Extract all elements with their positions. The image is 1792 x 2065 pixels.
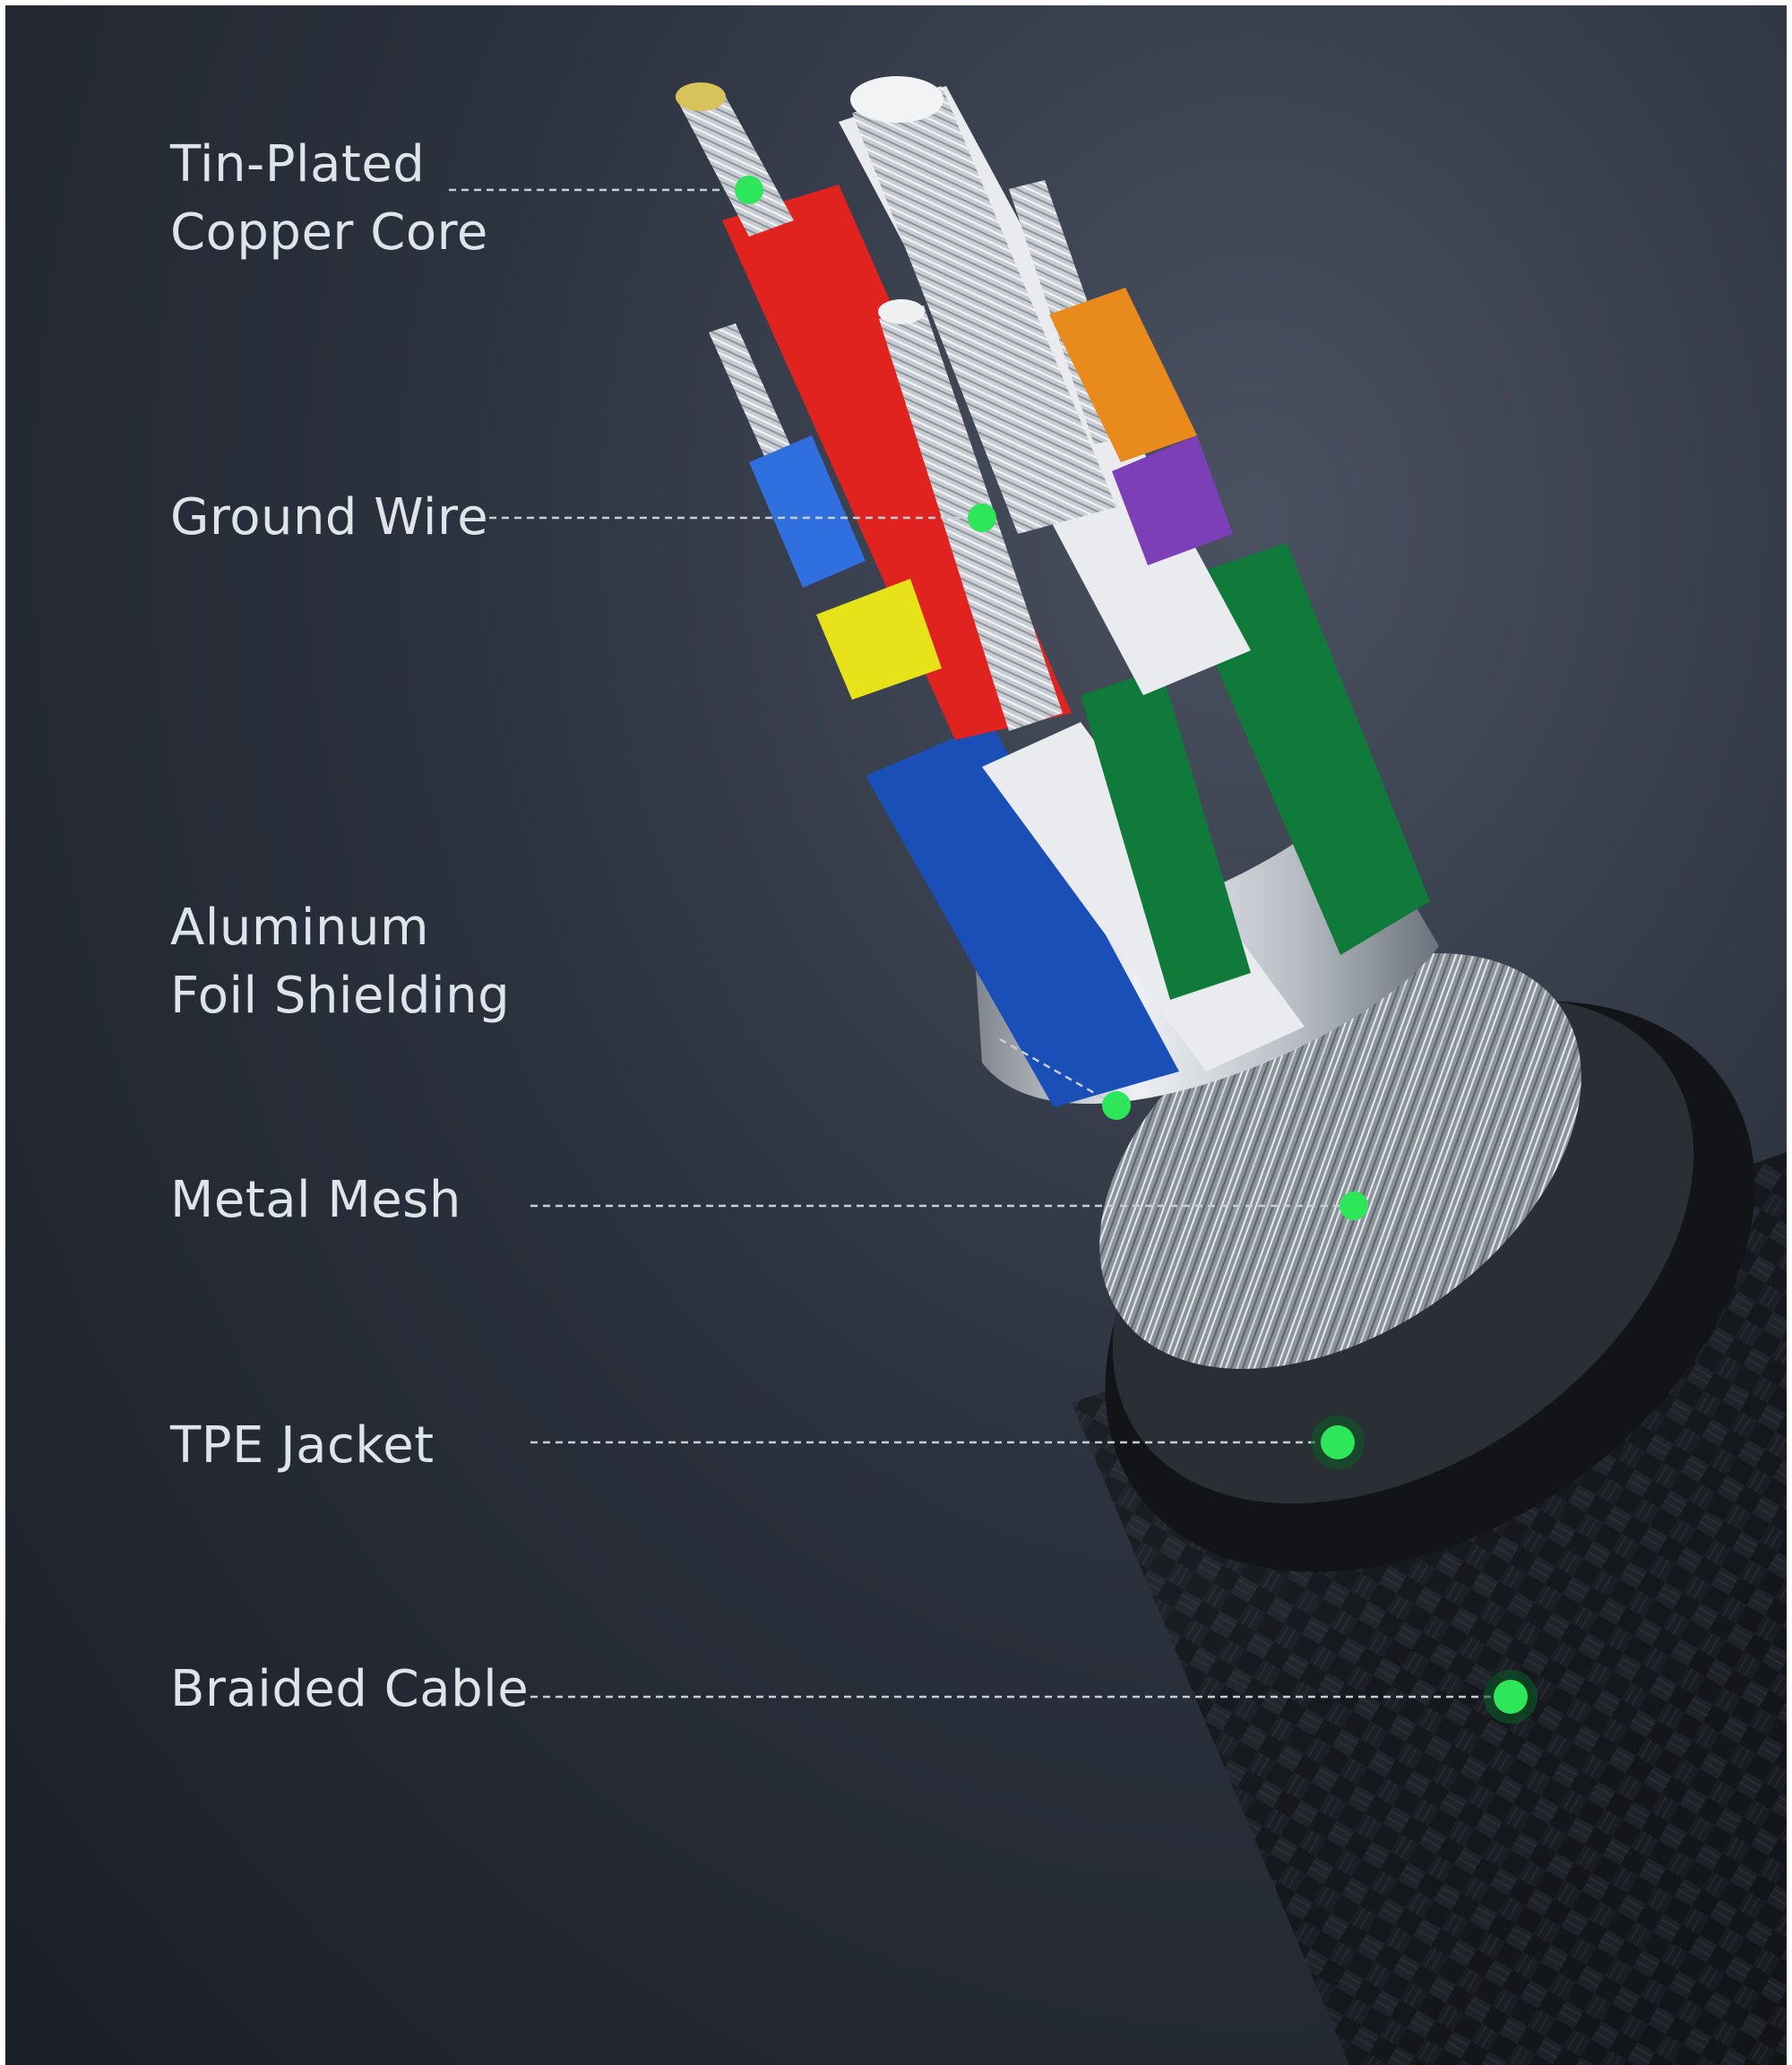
marker-copper-core <box>735 176 763 204</box>
cable-diagram: Tin-Plated Copper Core Ground Wire Alumi… <box>5 5 1787 2065</box>
white-core-tip <box>850 76 943 123</box>
label-aluminum-foil-shielding: Aluminum Foil Shielding <box>170 899 511 1025</box>
label-braided-cable: Braided Cable <box>170 1660 530 1718</box>
label-tpe-jacket: TPE Jacket <box>170 1416 435 1475</box>
sleeve-yellow <box>816 579 942 700</box>
strand-small-left <box>709 323 794 462</box>
label-metal-mesh: Metal Mesh <box>170 1171 461 1229</box>
marker-braided-cable <box>1484 1670 1538 1724</box>
wire-green-insulation-left <box>1081 668 1251 1000</box>
label-tin-plated-copper-core: Tin-Plated Copper Core <box>170 135 488 262</box>
marker-aluminum-foil <box>1102 1091 1131 1120</box>
label-ground-wire: Ground Wire <box>170 488 489 546</box>
cable-illustration <box>676 76 1787 2065</box>
copper-core-tip <box>676 82 726 111</box>
marker-ground-wire <box>968 503 996 532</box>
marker-tpe-jacket <box>1311 1415 1365 1469</box>
strand-white-core <box>852 86 1116 534</box>
sleeve-purple <box>1112 435 1233 565</box>
wire-blue-insulation <box>866 722 1179 1107</box>
leader-layer <box>449 176 1538 1724</box>
leader-line-aluminum-foil <box>999 1037 1117 1107</box>
sleeve-orange <box>1049 288 1197 462</box>
ground-core-tip <box>878 299 925 324</box>
marker-metal-mesh <box>1340 1192 1368 1220</box>
strand-copper-core <box>679 90 794 237</box>
sleeve-blue <box>749 435 866 588</box>
